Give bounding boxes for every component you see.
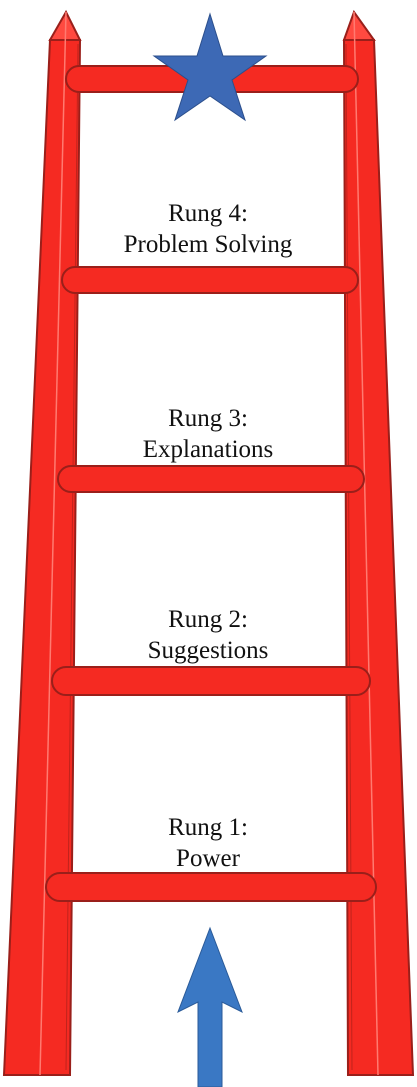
rung-1-bar — [46, 873, 376, 901]
right-rail — [344, 12, 413, 1075]
rung-4-title: Rung 4: — [50, 198, 366, 229]
rung-1-name: Power — [50, 843, 366, 874]
right-rail-face — [344, 40, 413, 1075]
rung-2-name: Suggestions — [50, 635, 366, 666]
rung-2-bar — [52, 667, 370, 695]
right-rail-top-bevel — [344, 12, 374, 40]
rung-3-name: Explanations — [50, 434, 366, 465]
rung-1-label: Rung 1: Power — [50, 812, 366, 874]
left-rail-face — [4, 40, 80, 1075]
rung-3-bar — [58, 466, 364, 492]
rung-3-title: Rung 3: — [50, 403, 366, 434]
rungs — [46, 66, 376, 901]
left-rail — [4, 12, 80, 1075]
star-icon — [154, 14, 266, 120]
rung-2-label: Rung 2: Suggestions — [50, 604, 366, 666]
rung-4-name: Problem Solving — [50, 229, 366, 260]
rung-4-bar — [62, 267, 358, 293]
up-arrow-icon — [178, 928, 242, 1087]
rung-3-label: Rung 3: Explanations — [50, 403, 366, 465]
rung-1-title: Rung 1: — [50, 812, 366, 843]
rung-4-label: Rung 4: Problem Solving — [50, 198, 366, 260]
rung-2-title: Rung 2: — [50, 604, 366, 635]
